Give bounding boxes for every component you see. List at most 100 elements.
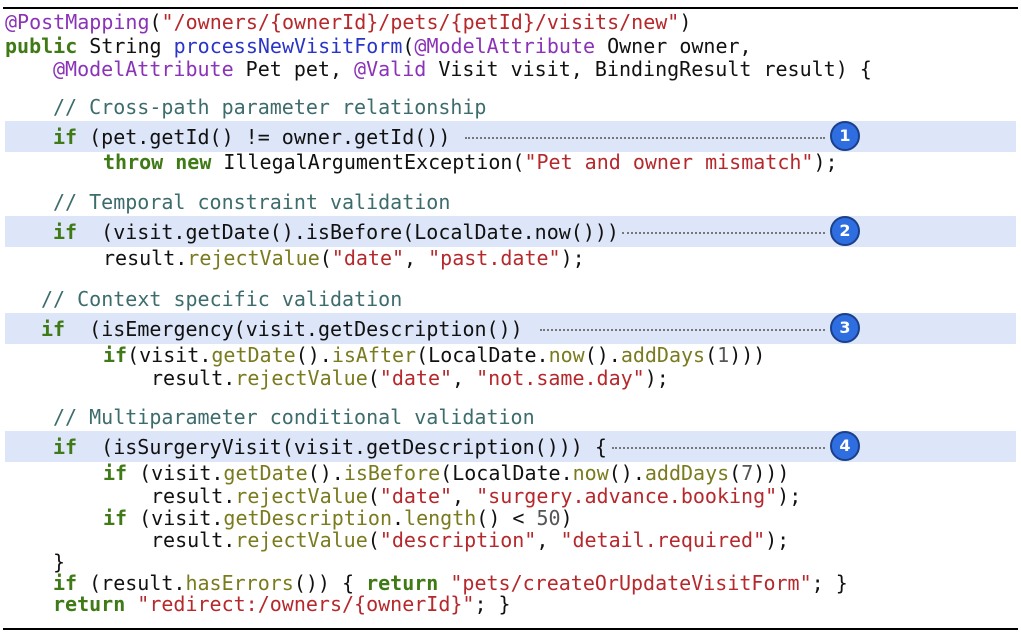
code-line-13: result.rejectValue("date", "surgery.adva… — [5, 484, 801, 508]
marker-badge-4: 4 — [830, 431, 860, 461]
code-line-4: if (pet.getId() != owner.getId()) — [5, 125, 450, 149]
string-literal: "redirect:/owners/{ownerId}" — [137, 592, 475, 616]
bottom-rule — [3, 628, 1018, 630]
code-text: ( — [319, 246, 332, 270]
code-text: ))) — [729, 343, 766, 367]
code-line-15: result.rejectValue("description", "detai… — [5, 528, 789, 552]
code-text: result. — [151, 366, 236, 390]
code-line-14: if (visit.getDescription.length() < 50) — [5, 506, 573, 530]
code-text: . — [392, 506, 405, 530]
keyword: throw — [103, 150, 164, 174]
keyword: public — [5, 34, 78, 58]
leader-line-3 — [540, 329, 825, 331]
code-text: (pet.getId() != owner.getId()) — [77, 125, 451, 149]
method-call: hasErrors — [185, 571, 294, 595]
code-line-9: if(visit.getDate().isAfter(LocalDate.now… — [5, 343, 765, 367]
marker-badge-3: 3 — [830, 313, 860, 343]
keyword: if — [41, 317, 66, 341]
code-line-6: if (visit.getDate().isBefore(LocalDate.n… — [5, 220, 619, 244]
comment-3: // Context specific validation — [41, 287, 403, 311]
code-text: ); — [560, 246, 585, 270]
keyword: if — [103, 343, 128, 367]
code-text: (). — [608, 461, 645, 485]
code-text: , — [452, 366, 477, 390]
method-call: addDays — [620, 343, 706, 367]
code-text: ))) — [753, 461, 790, 485]
code-line-11: if (isSurgeryVisit(visit.getDescription(… — [5, 435, 607, 459]
code-text: ) — [679, 10, 692, 34]
code-line-3: @ModelAttribute Pet pet, @Valid Visit vi… — [5, 57, 872, 81]
string-literal: "date" — [379, 484, 453, 508]
code-line-8: if (isEmergency(visit.getDescription()) — [5, 317, 523, 341]
code-text: (). — [295, 343, 332, 367]
method-call: now — [548, 343, 585, 367]
annotation: @PostMapping — [5, 10, 150, 34]
code-line-1: @PostMapping("/owners/{ownerId}/pets/{pe… — [5, 10, 691, 34]
leader-line-4 — [612, 447, 825, 449]
code-line-7: result.rejectValue("date", "past.date"); — [5, 246, 585, 270]
code-text: result. — [151, 484, 236, 508]
code-text: (isEmergency(visit.getDescription()) — [65, 317, 523, 341]
leader-line-2 — [622, 232, 825, 234]
method-call: addDays — [644, 461, 730, 485]
code-text: (). — [307, 461, 344, 485]
code-text: Visit visit, BindingResult result) { — [426, 57, 872, 81]
code-text: ; } — [474, 592, 511, 616]
method-call: getDescription — [223, 506, 392, 530]
code-text: (visit. — [127, 506, 224, 530]
code-line-2: public String processNewVisitForm(@Model… — [5, 34, 752, 58]
annotation: @ModelAttribute — [414, 34, 596, 58]
code-text: (result. — [77, 571, 186, 595]
code-text: , — [536, 528, 561, 552]
number-literal: 1 — [717, 343, 730, 367]
code-text: ( — [367, 528, 380, 552]
leader-line-1 — [465, 137, 825, 139]
method-name: processNewVisitForm — [173, 34, 403, 58]
keyword: if — [53, 435, 78, 459]
code-text: (visit.getDate().isBefore(LocalDate.now(… — [77, 220, 619, 244]
code-text: ( — [705, 343, 718, 367]
string-literal: "pets/createOrUpdateVisitForm" — [450, 571, 812, 595]
code-text: (visit. — [127, 343, 212, 367]
code-text: ); — [777, 484, 802, 508]
top-rule — [3, 7, 1018, 9]
comment-1: // Cross-path parameter relationship — [53, 95, 487, 119]
code-text: (visit. — [127, 461, 224, 485]
method-call: rejectValue — [235, 484, 368, 508]
code-text: ); — [644, 366, 669, 390]
code-text: ); — [813, 150, 838, 174]
string-literal: "/owners/{ownerId}/pets/{petId}/visits/n… — [161, 10, 680, 34]
comment-4: // Multiparameter conditional validation — [53, 405, 535, 429]
string-literal: "description" — [379, 528, 537, 552]
code-text: ( — [729, 461, 742, 485]
code-text — [163, 150, 175, 174]
code-line-17: if (result.hasErrors()) { return "pets/c… — [5, 571, 848, 595]
code-text: Owner owner, — [595, 34, 752, 58]
code-text: ( — [367, 366, 380, 390]
code-text: ; } — [811, 571, 848, 595]
string-literal: "surgery.advance.booking" — [476, 484, 778, 508]
code-text: IllegalArgumentException( — [211, 150, 525, 174]
code-text: Pet pet, — [233, 57, 355, 81]
method-call: isBefore — [343, 461, 441, 485]
method-call: length — [404, 506, 477, 530]
code-line-16: } — [53, 550, 66, 574]
method-call: getDate — [223, 461, 308, 485]
code-text: , — [452, 484, 477, 508]
keyword: if — [103, 461, 128, 485]
code-text — [125, 592, 137, 616]
annotation: @Valid — [354, 57, 427, 81]
keyword: if — [53, 125, 78, 149]
code-text: , — [404, 246, 429, 270]
code-text: result. — [151, 528, 236, 552]
method-call: rejectValue — [235, 528, 368, 552]
string-literal: "date" — [379, 366, 453, 390]
marker-badge-1: 1 — [830, 121, 860, 151]
keyword: if — [53, 220, 78, 244]
string-literal: "past.date" — [428, 246, 561, 270]
code-text: ); — [765, 528, 790, 552]
code-text: ( — [367, 484, 380, 508]
code-text: result. — [103, 246, 188, 270]
code-text: ( — [149, 10, 162, 34]
string-literal: "detail.required" — [560, 528, 766, 552]
